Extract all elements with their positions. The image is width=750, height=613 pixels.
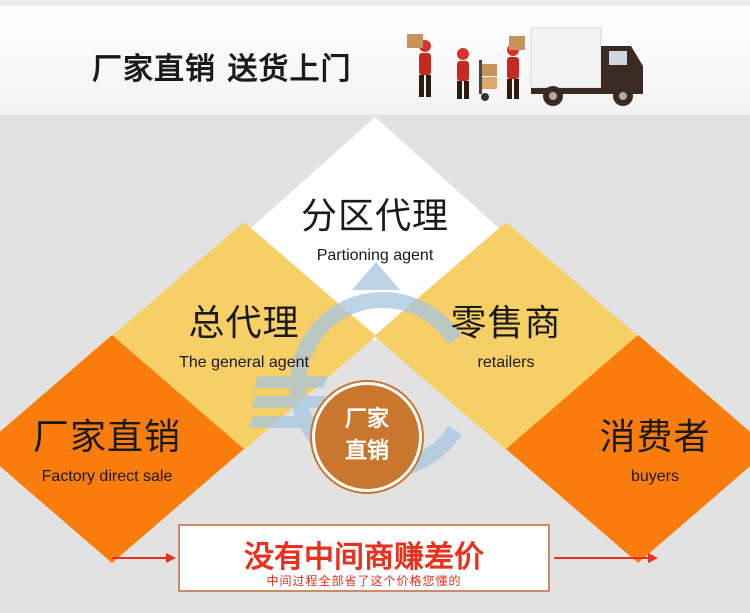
diamond-top-label: 分区代理 Partioning agent	[250, 187, 500, 265]
diamond-mid-right-en: retailers	[477, 354, 535, 371]
diamond-top-en: Partioning agent	[316, 247, 434, 264]
diamond-mid-right-label: 零售商 retailers	[374, 294, 638, 372]
truck-icon	[530, 27, 643, 106]
center-badge: 厂家 直销	[312, 382, 422, 492]
diamond-left-label: 厂家直销 Factory direct sale	[0, 408, 214, 486]
left-arrow-icon	[112, 553, 176, 563]
diamond-mid-left-en: The general agent	[179, 354, 309, 371]
center-badge-line1: 厂家	[344, 407, 389, 432]
notice-main-text: 没有中间商赚差价	[244, 540, 484, 575]
worker-icon-3	[507, 36, 525, 99]
worker-icon-2	[457, 48, 469, 99]
diamond-right	[506, 335, 750, 563]
right-arrow-icon	[554, 553, 658, 563]
diamond-mid-left-label: 总代理 The general agent	[112, 294, 376, 372]
diamond-top-zh: 分区代理	[300, 196, 449, 237]
diamond-mid-right-zh: 零售商	[450, 303, 562, 344]
center-badge-line2: 直销	[344, 439, 389, 464]
delivery-truck-illustration	[407, 27, 643, 106]
banner-top-line	[0, 0, 750, 6]
worker-icon-1	[407, 34, 431, 97]
hand-truck-icon	[479, 60, 497, 101]
banner-title: 厂家直销 送货上门	[92, 52, 352, 87]
diamond-mid-left-zh: 总代理	[188, 303, 300, 344]
diamond-right-label: 消费者 buyers	[560, 408, 750, 486]
diamond-left-en: Factory direct sale	[41, 468, 173, 485]
diamond-right-en: buyers	[630, 468, 680, 485]
notice-sub-text: 中间过程全部省了这个价格您懂的	[266, 574, 462, 588]
diamond-left	[0, 335, 244, 563]
notice-box: 没有中间商赚差价 中间过程全部省了这个价格您懂的	[178, 524, 550, 592]
diamond-right-zh: 消费者	[599, 417, 711, 458]
diamond-left-zh: 厂家直销	[32, 417, 181, 458]
